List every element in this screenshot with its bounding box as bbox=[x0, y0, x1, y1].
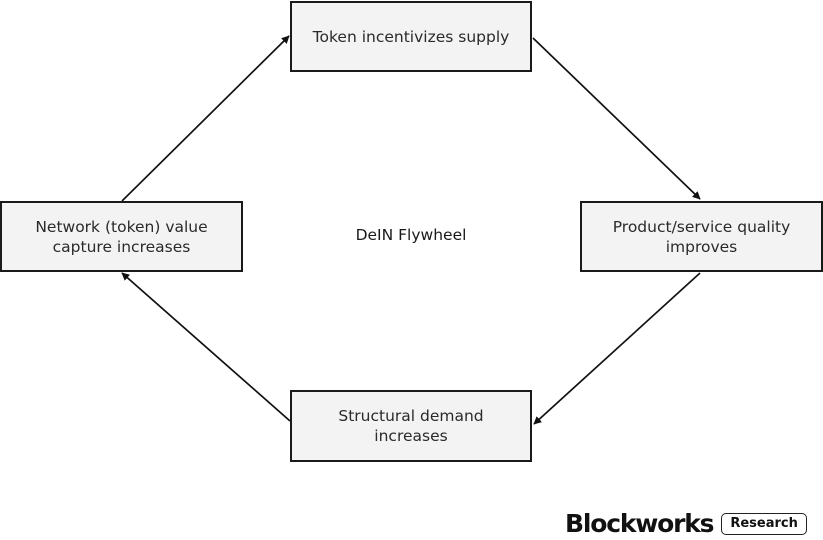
arrow-right-to-bottom bbox=[533, 272, 701, 425]
node-label: Token incentivizes supply bbox=[312, 27, 510, 46]
node-label: Network (token) value capture increases bbox=[35, 217, 208, 256]
blockworks-logo: Blockworks bbox=[565, 509, 715, 538]
node-network-value-capture-increases: Network (token) value capture increases bbox=[0, 201, 243, 272]
brand-footer: Blockworks Research bbox=[565, 508, 807, 540]
research-badge: Research bbox=[721, 513, 807, 535]
arrow-bottom-to-left bbox=[121, 272, 291, 422]
node-token-incentivizes-supply: Token incentivizes supply bbox=[290, 1, 532, 72]
node-label: Product/service quality improves bbox=[612, 217, 791, 256]
node-label: Structural demand increases bbox=[338, 407, 484, 445]
arrow-top-to-right bbox=[532, 37, 701, 200]
node-structural-demand-increases: Structural demand increases bbox=[290, 390, 532, 462]
diagram-title: DeIN Flywheel bbox=[355, 226, 467, 244]
arrow-left-to-top bbox=[121, 35, 290, 202]
node-product-quality-improves: Product/service quality improves bbox=[580, 201, 823, 272]
